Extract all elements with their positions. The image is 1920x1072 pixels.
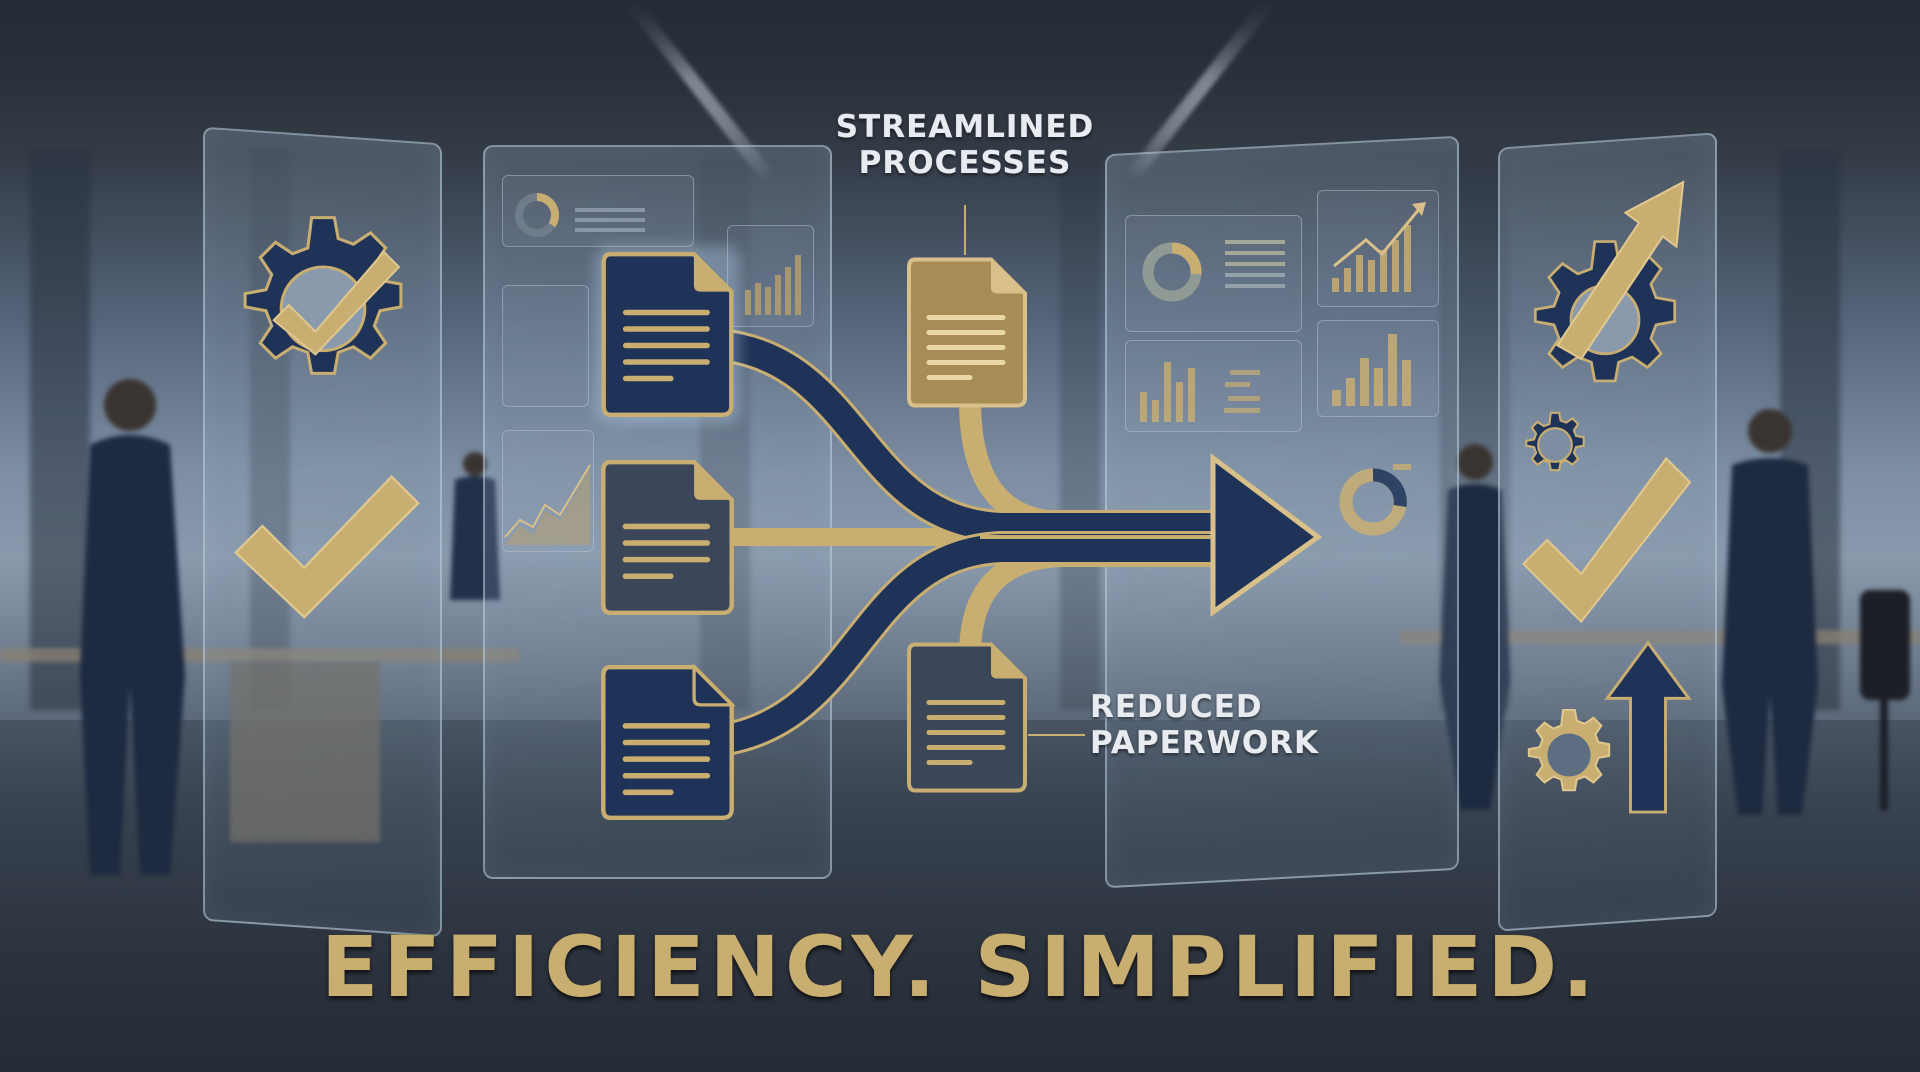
label-line: PROCESSES bbox=[858, 144, 1072, 181]
ceiling bbox=[0, 0, 1920, 140]
label-line: REDUCED bbox=[1090, 689, 1263, 725]
label-line: STREAMLINED bbox=[835, 109, 1095, 145]
document-icon-navy bbox=[594, 245, 741, 424]
bar-chart-icon bbox=[745, 255, 801, 315]
document-icon-slate bbox=[907, 642, 1027, 793]
gear-arrow-up-icon bbox=[1533, 180, 1685, 383]
office-chair bbox=[1860, 590, 1910, 810]
window-column bbox=[1060, 150, 1100, 710]
document-icon-slate bbox=[601, 460, 734, 615]
checkmark-icon bbox=[234, 474, 420, 619]
person-background bbox=[450, 452, 500, 600]
gold-flow-curve-top bbox=[959, 399, 1250, 533]
person-standing-right bbox=[1722, 409, 1818, 815]
person-standing-woman bbox=[1440, 444, 1510, 810]
bar-chart-icon bbox=[1332, 334, 1411, 406]
trend-arrow-chart-icon bbox=[1332, 202, 1426, 292]
desk-cabinet bbox=[230, 662, 380, 842]
navy-flow-curve-top bbox=[718, 331, 1220, 541]
donut-chart-icon bbox=[1142, 242, 1202, 302]
text-lines bbox=[575, 208, 645, 212]
line-chart-icon bbox=[504, 464, 591, 545]
donut-chart-icon bbox=[1339, 464, 1411, 536]
bar-chart-icon bbox=[1140, 362, 1260, 422]
label-line: PAPERWORK bbox=[1090, 724, 1320, 761]
checkmark-icon bbox=[1521, 456, 1692, 624]
list-widget bbox=[502, 285, 589, 407]
gear-check-icon bbox=[243, 216, 403, 375]
small-gear-icon bbox=[1525, 411, 1585, 472]
reduced-paperwork-label: REDUCED PAPERWORK bbox=[1090, 689, 1360, 761]
navy-flow-curve-bottom bbox=[717, 534, 1220, 754]
arrow-up-icon bbox=[1604, 640, 1692, 814]
donut-widget bbox=[1125, 215, 1302, 332]
window-column bbox=[30, 150, 90, 710]
donut-chart-icon bbox=[515, 192, 560, 237]
streamlined-processes-label: STREAMLINED PROCESSES bbox=[820, 109, 1110, 181]
window-column bbox=[250, 150, 290, 710]
text-lines bbox=[1225, 240, 1285, 244]
headline: EFFICIENCY. SIMPLIFIED. bbox=[320, 918, 1600, 1016]
document-icon-gold bbox=[907, 257, 1027, 408]
person-standing-left bbox=[80, 379, 185, 875]
gear-icon bbox=[1527, 708, 1611, 792]
document-icon-navy bbox=[601, 663, 736, 820]
window-column bbox=[700, 150, 750, 710]
arrow-right-icon bbox=[1210, 452, 1323, 617]
